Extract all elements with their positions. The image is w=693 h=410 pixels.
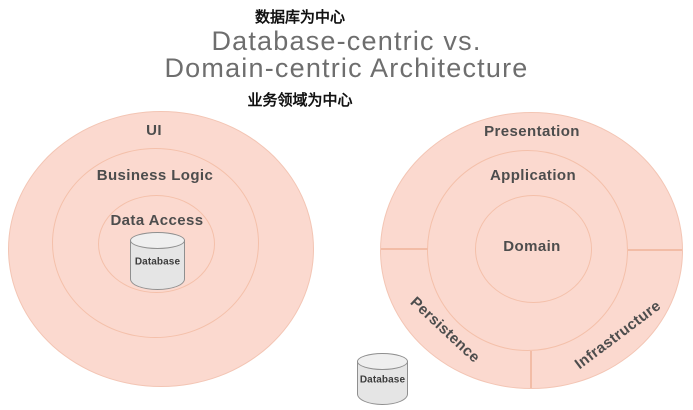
- layer-label-presentation: Presentation: [484, 123, 580, 140]
- page-title-line1: Database-centric vs.: [211, 26, 482, 56]
- database-cylinder-icon: Database: [130, 232, 185, 290]
- database-cylinder-icon-external: Database: [357, 353, 408, 405]
- left-middle-ring: [52, 148, 259, 338]
- left-inner-ring: [98, 195, 215, 293]
- segment-divider-right: [628, 249, 682, 251]
- chinese-label-domain-centric: 业务领域为中心: [247, 92, 353, 109]
- segment-divider-bottom: [530, 351, 532, 388]
- page-title-line2: Domain-centric Architecture: [164, 53, 529, 83]
- layer-label-data-access: Data Access: [110, 212, 204, 229]
- chinese-label-database-centric: 数据库为中心: [254, 9, 345, 26]
- database-cylinder-top: [357, 353, 408, 370]
- right-middle-ring: [427, 150, 628, 351]
- database-cylinder-label: Database: [359, 374, 406, 386]
- layer-label-domain: Domain: [503, 238, 561, 255]
- layer-label-application: Application: [489, 167, 577, 184]
- database-cylinder-label: Database: [134, 256, 181, 268]
- database-cylinder-top: [130, 232, 185, 249]
- right-inner-ring: [475, 195, 592, 303]
- segment-divider-left: [381, 248, 428, 250]
- layer-label-ui: UI: [146, 122, 162, 139]
- layer-label-business-logic: Business Logic: [96, 167, 214, 184]
